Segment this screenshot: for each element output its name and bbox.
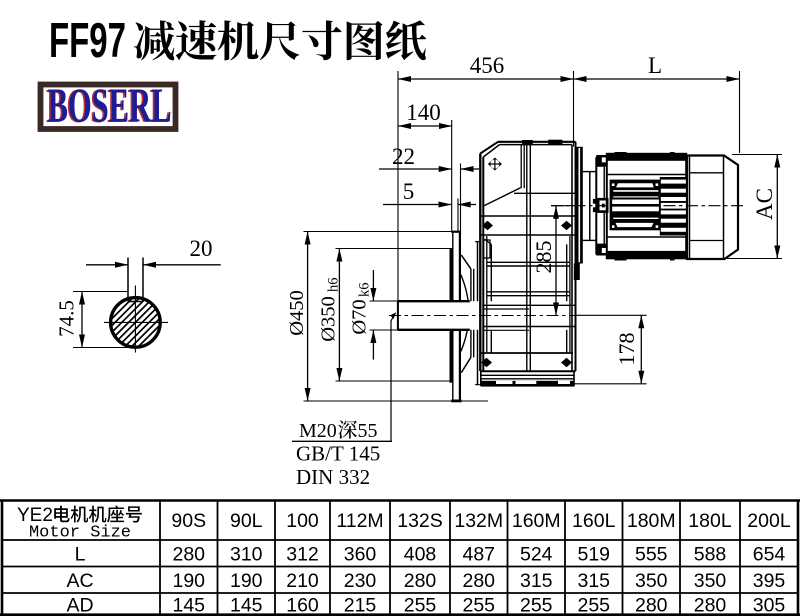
svg-text:230: 230 — [344, 570, 377, 592]
svg-text:255: 255 — [404, 595, 437, 616]
svg-text:255: 255 — [520, 595, 553, 616]
svg-text:160M: 160M — [512, 510, 561, 532]
svg-text:132S: 132S — [397, 510, 443, 532]
svg-text:55: 55 — [358, 420, 378, 442]
svg-text:160L: 160L — [572, 510, 616, 532]
svg-text:588: 588 — [694, 544, 727, 566]
svg-text:Ø450: Ø450 — [286, 290, 308, 336]
svg-text:5: 5 — [403, 179, 415, 204]
svg-text:M20: M20 — [299, 420, 337, 442]
svg-text:555: 555 — [635, 544, 668, 566]
svg-text:L: L — [648, 53, 662, 78]
svg-text:524: 524 — [520, 544, 553, 566]
svg-text:519: 519 — [577, 544, 610, 566]
svg-text:180M: 180M — [627, 510, 676, 532]
svg-text:255: 255 — [462, 595, 495, 616]
svg-text:280: 280 — [404, 570, 437, 592]
svg-text:AD: AD — [66, 595, 93, 616]
svg-text:22: 22 — [392, 144, 415, 169]
svg-text:280: 280 — [635, 595, 668, 616]
svg-text:145: 145 — [230, 595, 263, 616]
svg-text:190: 190 — [230, 570, 263, 592]
svg-text:280: 280 — [694, 595, 727, 616]
svg-text:285: 285 — [531, 241, 556, 274]
svg-text:20: 20 — [190, 236, 213, 261]
svg-text:210: 210 — [286, 570, 319, 592]
svg-text:312: 312 — [286, 544, 319, 566]
svg-text:Ø70: Ø70 — [349, 299, 371, 334]
svg-text:L: L — [75, 544, 86, 566]
svg-text:AC: AC — [752, 188, 777, 220]
svg-text:160: 160 — [286, 595, 319, 616]
svg-text:315: 315 — [577, 570, 610, 592]
svg-text:200L: 200L — [747, 510, 791, 532]
svg-text:Motor Size: Motor Size — [29, 524, 131, 543]
svg-text:315: 315 — [520, 570, 553, 592]
svg-text:215: 215 — [344, 595, 377, 616]
svg-text:654: 654 — [753, 544, 786, 566]
svg-text:132M: 132M — [454, 510, 503, 532]
svg-text:350: 350 — [694, 570, 727, 592]
svg-text:AC: AC — [66, 570, 93, 592]
svg-text:YE2: YE2 — [17, 505, 53, 526]
svg-text:395: 395 — [753, 570, 786, 592]
svg-text:280: 280 — [462, 570, 495, 592]
svg-text:350: 350 — [635, 570, 668, 592]
svg-text:255: 255 — [577, 595, 610, 616]
svg-text:305: 305 — [753, 595, 786, 616]
svg-text:360: 360 — [344, 544, 377, 566]
svg-text:BOSERL: BOSERL — [48, 77, 172, 132]
svg-text:456: 456 — [470, 53, 505, 78]
svg-text:190: 190 — [172, 570, 205, 592]
svg-text:74.5: 74.5 — [55, 300, 79, 337]
svg-text:h6: h6 — [326, 278, 342, 293]
svg-text:90L: 90L — [230, 510, 263, 532]
svg-text:Ø350: Ø350 — [318, 296, 340, 342]
svg-text:178: 178 — [614, 333, 639, 366]
svg-text:FF97: FF97 — [49, 14, 126, 68]
svg-text:310: 310 — [230, 544, 263, 566]
svg-text:487: 487 — [462, 544, 495, 566]
svg-text:140: 140 — [406, 100, 441, 125]
svg-text:k6: k6 — [357, 283, 373, 298]
svg-text:BOSERL: BOSERL — [46, 78, 170, 133]
svg-text:100: 100 — [286, 510, 319, 532]
svg-text:90S: 90S — [171, 510, 206, 532]
svg-text:112M: 112M — [336, 510, 383, 532]
svg-text:280: 280 — [172, 544, 205, 566]
svg-text:DIN 332: DIN 332 — [296, 465, 370, 489]
svg-text:145: 145 — [172, 595, 205, 616]
svg-text:GB/T 145: GB/T 145 — [296, 442, 380, 466]
svg-text:180L: 180L — [688, 510, 732, 532]
svg-text:408: 408 — [404, 544, 437, 566]
